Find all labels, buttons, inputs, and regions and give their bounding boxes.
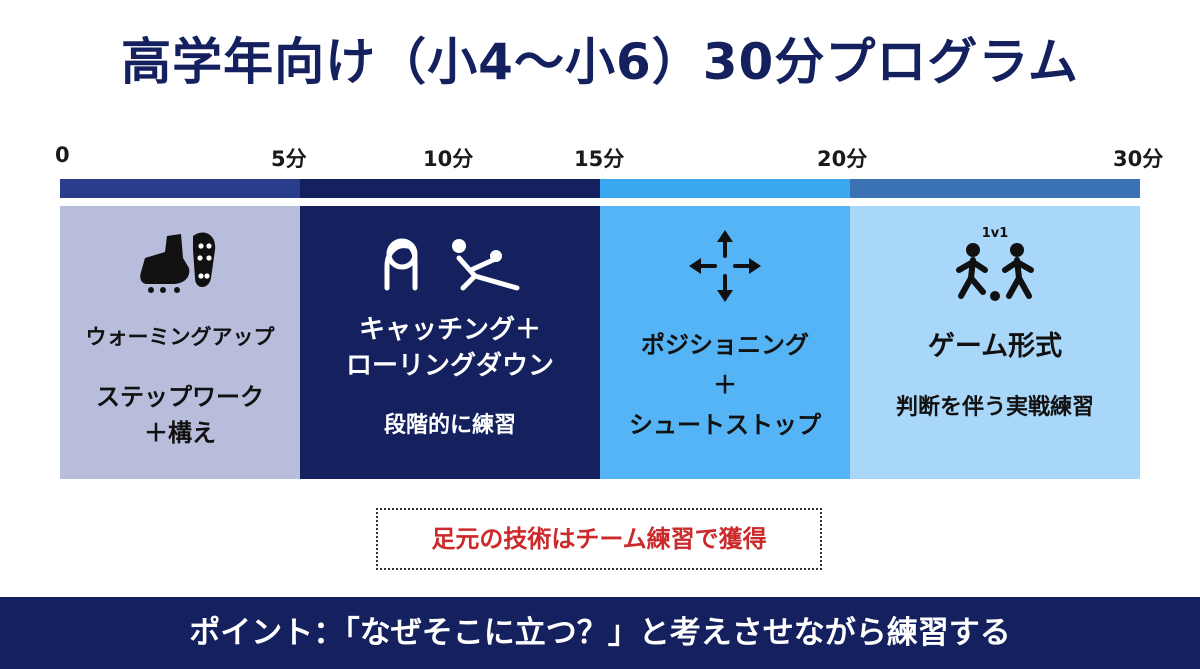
- timeline-bar-warmup: [60, 179, 300, 198]
- segment-game: 1v1 ゲーム形式 判断を伴う実戦練習: [850, 206, 1140, 479]
- one-on-one-players-icon: 1v1: [945, 226, 1045, 306]
- note-box: 足元の技術はチーム練習で獲得: [376, 508, 822, 570]
- segment-catching-sub: 段階的に練習: [383, 413, 516, 438]
- tick-label-20: 20分: [817, 147, 868, 171]
- segment-catching-line2: ローリングダウン: [345, 351, 554, 381]
- goalkeeper-catch-dive-icon: [375, 230, 525, 306]
- tick-label-30: 30分: [1113, 147, 1164, 171]
- four-direction-arrows-icon: [687, 228, 763, 308]
- segment-positioning-line3: シュートストップ: [629, 411, 821, 439]
- tick-label-0: 0: [55, 143, 70, 167]
- tick-label-15: 15分: [574, 147, 625, 171]
- tick-label-10: 10分: [423, 147, 474, 171]
- segment-positioning-line1: ポジショニング: [641, 331, 809, 359]
- footer-point-banner: ポイント：「なぜそこに立つ？」と考えさせながら練習する: [0, 597, 1200, 669]
- timeline-bar-game: [850, 179, 1140, 198]
- soccer-cleat-icon: [137, 228, 223, 312]
- timeline-bar-positioning: [600, 179, 850, 198]
- segment-catching: キャッチング＋ ローリングダウン 段階的に練習: [300, 206, 600, 479]
- segment-warmup-line1: ステップワーク: [96, 383, 264, 411]
- page-title: 高学年向け（小4〜小6）30分プログラム: [121, 33, 1079, 91]
- timeline-bar-catching: [300, 179, 600, 198]
- segment-game-heading: ゲーム形式: [927, 331, 1063, 362]
- segment-positioning: ポジショニング ＋ シュートストップ: [600, 206, 850, 479]
- segment-warmup: ウォーミングアップ ステップワーク ＋構え: [60, 206, 300, 479]
- segment-catching-line1: キャッチング＋: [358, 315, 541, 345]
- segment-positioning-line2: ＋: [713, 371, 737, 399]
- tick-label-5: 5分: [271, 147, 307, 171]
- segment-game-sub: 判断を伴う実戦練習: [895, 395, 1094, 420]
- one-on-one-label: 1v1: [981, 226, 1009, 241]
- segment-warmup-heading: ウォーミングアップ: [85, 325, 275, 349]
- segment-warmup-line2: ＋構え: [144, 419, 216, 447]
